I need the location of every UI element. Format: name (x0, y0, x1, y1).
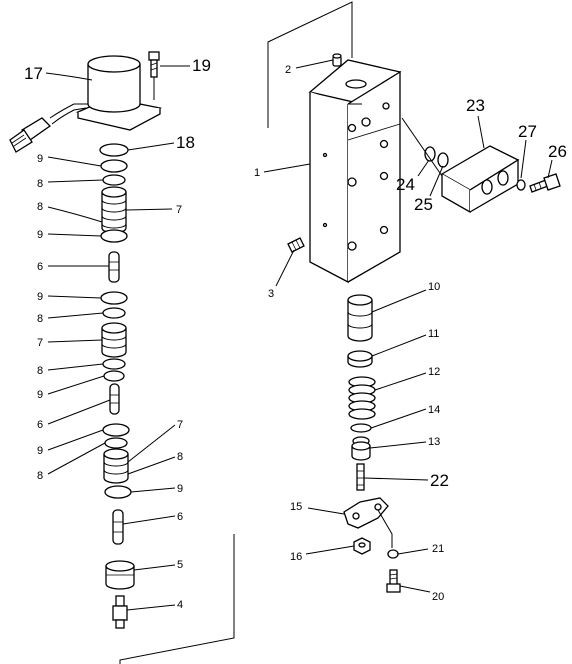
block-part-23 (440, 145, 520, 214)
callout-8: 8 (37, 313, 43, 325)
o-ring-part-24 (424, 146, 436, 162)
callout-9: 9 (37, 229, 43, 241)
callout-7: 7 (176, 204, 182, 216)
pin-part-6 (112, 509, 124, 545)
washer-part-27 (516, 179, 526, 191)
callout-15: 15 (290, 501, 302, 513)
callout-19: 19 (192, 56, 211, 75)
callout-7: 7 (37, 337, 43, 349)
callout-8: 8 (37, 178, 43, 190)
spring-part-12 (348, 376, 376, 420)
callout-6: 6 (37, 261, 43, 273)
plug-part-2 (332, 53, 342, 67)
callout-8: 8 (37, 470, 43, 482)
pin-part-22 (356, 463, 365, 491)
plug-part-3 (287, 237, 305, 253)
callout-10: 10 (428, 281, 440, 293)
spool-part-7 (103, 448, 129, 484)
callout-13: 13 (428, 436, 440, 448)
fitting-part-4 (112, 595, 128, 629)
screw-part-20 (386, 569, 401, 593)
plate-part-15 (343, 497, 389, 529)
assembly-line (377, 509, 393, 548)
callout-6: 6 (37, 419, 43, 431)
callout-9: 9 (37, 389, 43, 401)
ring-part-9 (100, 291, 128, 305)
ring-part-9 (102, 423, 130, 437)
callout-27: 27 (518, 122, 537, 141)
spool-part-10 (347, 294, 373, 342)
callout-8: 8 (177, 451, 183, 463)
callout-9: 9 (177, 483, 183, 495)
callout-11: 11 (428, 328, 439, 340)
callout-18: 18 (176, 133, 195, 152)
leader-lines-right (263, 59, 553, 593)
o-ring-part-14 (350, 423, 372, 433)
pin-part-6 (109, 383, 120, 415)
leader-lines-left (45, 65, 190, 611)
washer-part-21 (387, 549, 399, 559)
callout-22: 22 (430, 471, 449, 490)
assembly-bracket (267, 1, 353, 128)
callout-25: 25 (414, 195, 433, 214)
ring-part-9 (103, 370, 125, 382)
callout-9: 9 (37, 153, 43, 165)
ring-part-9 (100, 159, 128, 173)
callout-7: 7 (177, 419, 183, 431)
ring-part-9 (100, 229, 128, 243)
screw-part-19 (148, 51, 160, 100)
callout-8: 8 (37, 365, 43, 377)
callout-5: 5 (177, 559, 183, 571)
callout-labels: 17 19 18 9 8 8 7 9 6 9 8 7 8 9 6 9 8 7 8… (24, 56, 567, 611)
plug-part-13 (351, 436, 371, 461)
callout-16: 16 (290, 551, 302, 563)
nut-part-16 (353, 537, 371, 555)
callout-9: 9 (37, 291, 43, 303)
washer-part-8 (104, 437, 128, 449)
spool-part-7 (101, 186, 127, 234)
callout-1: 1 (254, 167, 260, 179)
callout-17: 17 (24, 64, 43, 83)
o-ring-part-18 (99, 143, 129, 157)
seat-part-11 (347, 350, 373, 368)
bolt-part-26 (529, 173, 561, 193)
washer-part-8 (102, 174, 126, 186)
washer-part-8 (102, 307, 126, 319)
spool-part-7 (101, 322, 127, 358)
callout-14: 14 (428, 404, 440, 416)
callout-26: 26 (548, 142, 567, 161)
o-ring-part-25 (437, 152, 449, 168)
callout-3: 3 (268, 288, 274, 300)
ring-part-9 (104, 485, 132, 499)
solenoid-part-17 (9, 55, 162, 153)
assembly-bracket (119, 534, 235, 664)
callout-6: 6 (177, 511, 183, 523)
callout-2: 2 (285, 64, 291, 76)
callout-4: 4 (177, 599, 183, 611)
callout-8: 8 (37, 201, 43, 213)
pin-part-6 (108, 251, 120, 283)
callout-20: 20 (432, 591, 444, 603)
callout-9: 9 (37, 445, 43, 457)
callout-23: 23 (466, 96, 485, 115)
washer-part-8 (102, 358, 126, 370)
callout-24: 24 (396, 175, 415, 194)
callout-21: 21 (432, 543, 444, 555)
valve-body-part-1 (308, 59, 402, 284)
callout-12: 12 (428, 366, 440, 378)
plug-part-5 (105, 560, 135, 590)
